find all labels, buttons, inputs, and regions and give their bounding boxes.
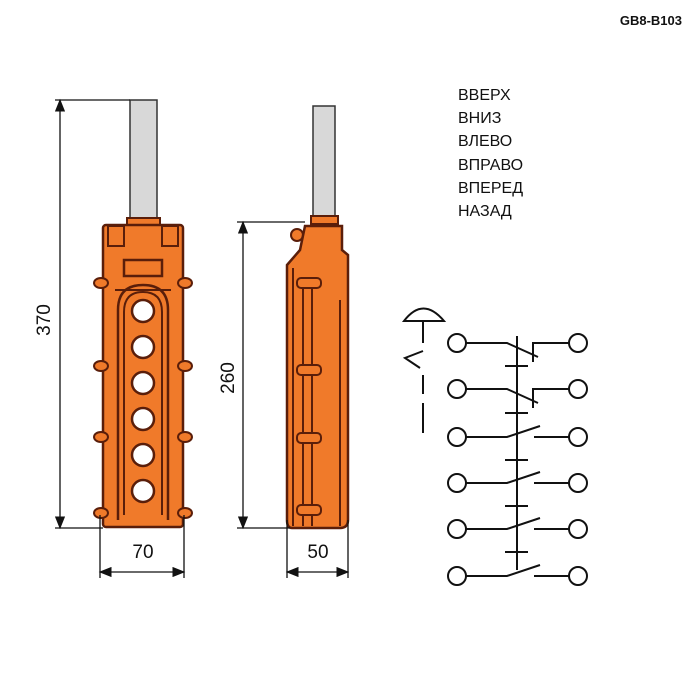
dim-260: 260 [218,362,239,394]
label-left: ВЛЕВО [458,133,513,151]
button-4 [130,406,156,432]
label-back: НАЗАД [458,203,512,221]
button-3 [130,370,156,396]
dim-370: 370 [34,304,55,336]
mushroom-button-symbol [401,307,447,322]
contact-schematic [401,307,588,586]
dim-50: 50 [307,542,328,563]
model-number: GB8-B103 [619,13,682,28]
label-down: ВНИЗ [458,110,502,128]
cable [129,99,158,223]
button-2 [130,334,156,360]
label-right: ВПРАВО [458,156,524,174]
label-up: ВВЕРХ [458,87,511,104]
side-body [285,224,350,530]
button-5 [130,442,156,468]
dimension-lines [54,98,350,578]
button-1 [130,298,156,324]
button-6 [130,478,156,504]
direction-label-list: ВВЕРХ ВНИЗ ВЛЕВО ВПРАВО ВПЕРЕД НАЗАД [458,84,523,223]
push-buttons [130,298,156,504]
front-view [93,99,193,529]
side-view [285,105,350,530]
label-forward: ВПЕРЕД [458,179,524,197]
dim-70: 70 [132,542,153,563]
